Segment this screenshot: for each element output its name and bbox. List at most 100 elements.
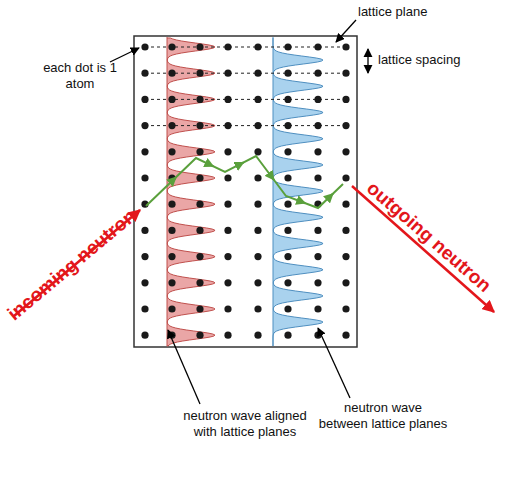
atom-dot — [254, 332, 261, 339]
atom-dot — [224, 305, 231, 312]
atom-dot — [141, 305, 148, 312]
aligned-wave — [167, 38, 215, 346]
atom-dot — [342, 148, 349, 155]
atom-dot — [196, 332, 203, 339]
atom-dot — [284, 227, 291, 234]
atom-dot — [342, 43, 349, 50]
atom-dot — [196, 174, 203, 181]
atom-dot — [314, 227, 321, 234]
leader-line — [318, 328, 350, 398]
atom-dot — [141, 148, 148, 155]
atom-dot — [254, 227, 261, 234]
atom-dot — [196, 279, 203, 286]
atom-dot — [284, 253, 291, 260]
atom-dot — [224, 43, 231, 50]
atom-dot — [141, 70, 148, 77]
atom-dot — [284, 122, 291, 129]
leader-line — [168, 330, 200, 404]
atom-dot — [168, 279, 175, 286]
path-arrowhead — [242, 161, 244, 164]
atom-dot — [284, 43, 291, 50]
atom-dot — [141, 227, 148, 234]
atom-dot — [168, 253, 175, 260]
annotation-label: each dot is 1 atom — [40, 60, 120, 91]
atom-dot — [224, 253, 231, 260]
spacing-arrow — [367, 49, 368, 73]
atom-dot — [314, 305, 321, 312]
atom-dot — [196, 43, 203, 50]
atom-dot — [314, 253, 321, 260]
atom-dot — [342, 122, 349, 129]
atom-dot — [342, 253, 349, 260]
atom-dot — [254, 279, 261, 286]
atom-dot — [224, 174, 231, 181]
atom-dot — [141, 253, 148, 260]
atom-dot — [168, 227, 175, 234]
atom-dot — [314, 43, 321, 50]
atom-dot — [342, 305, 349, 312]
atom-dot — [168, 201, 175, 208]
atom-dot — [254, 174, 261, 181]
atom-dot — [284, 332, 291, 339]
crystal-frame — [134, 36, 357, 347]
atom-dot — [168, 305, 175, 312]
atom-dot — [284, 305, 291, 312]
atom-dot — [342, 70, 349, 77]
atom-dot — [342, 174, 349, 181]
wave-baseline — [167, 37, 168, 346]
atom-dot — [254, 201, 261, 208]
atom-dot — [168, 148, 175, 155]
atom-dot — [314, 148, 321, 155]
atom-dot — [168, 122, 175, 129]
atom-dot — [314, 96, 321, 103]
atom-dot — [196, 305, 203, 312]
atom-dot — [342, 201, 349, 208]
atom-dot — [141, 332, 148, 339]
atom-dot — [254, 253, 261, 260]
atom-dot — [342, 96, 349, 103]
atom-dot — [254, 148, 261, 155]
leader-line — [110, 48, 139, 62]
annotation-label: neutron wave aligned with lattice planes — [170, 408, 320, 439]
path-arrowhead — [174, 177, 177, 179]
atom-dot — [284, 148, 291, 155]
atom-dot — [342, 279, 349, 286]
atom-dot — [141, 122, 148, 129]
atom-dot — [284, 201, 291, 208]
path-arrowhead — [212, 165, 213, 168]
atom-dot — [254, 43, 261, 50]
atom-dot — [284, 70, 291, 77]
atom-dot — [284, 96, 291, 103]
atom-dot — [224, 279, 231, 286]
atom-dot — [141, 279, 148, 286]
atom-dot — [168, 96, 175, 103]
annotation-label: neutron wave between lattice planes — [318, 400, 448, 431]
leader-line — [336, 20, 356, 42]
atom-dot — [168, 43, 175, 50]
atom-dot — [342, 332, 349, 339]
atom-dot — [224, 148, 231, 155]
atom-dot — [224, 70, 231, 77]
atom-dot — [168, 70, 175, 77]
atom-dot — [254, 96, 261, 103]
neutron-label: outgoing neutron — [362, 177, 496, 297]
atom-dot — [284, 279, 291, 286]
atom-dot — [196, 253, 203, 260]
atom-dot — [314, 122, 321, 129]
path-arrowhead — [304, 202, 306, 205]
atom-dot — [224, 122, 231, 129]
atom-dot — [141, 43, 148, 50]
atom-dot — [224, 332, 231, 339]
atom-dot — [224, 201, 231, 208]
path-arrowhead — [332, 194, 333, 195]
atom-dot — [284, 174, 291, 181]
atom-dot — [196, 96, 203, 103]
neutron-label: incoming neutron — [3, 205, 141, 326]
annotation-label: lattice plane — [358, 4, 427, 20]
path-arrowhead — [273, 178, 275, 180]
atom-dot — [254, 70, 261, 77]
atom-dot — [254, 122, 261, 129]
atom-dot — [196, 70, 203, 77]
atom-dot — [196, 148, 203, 155]
atom-dot — [314, 279, 321, 286]
